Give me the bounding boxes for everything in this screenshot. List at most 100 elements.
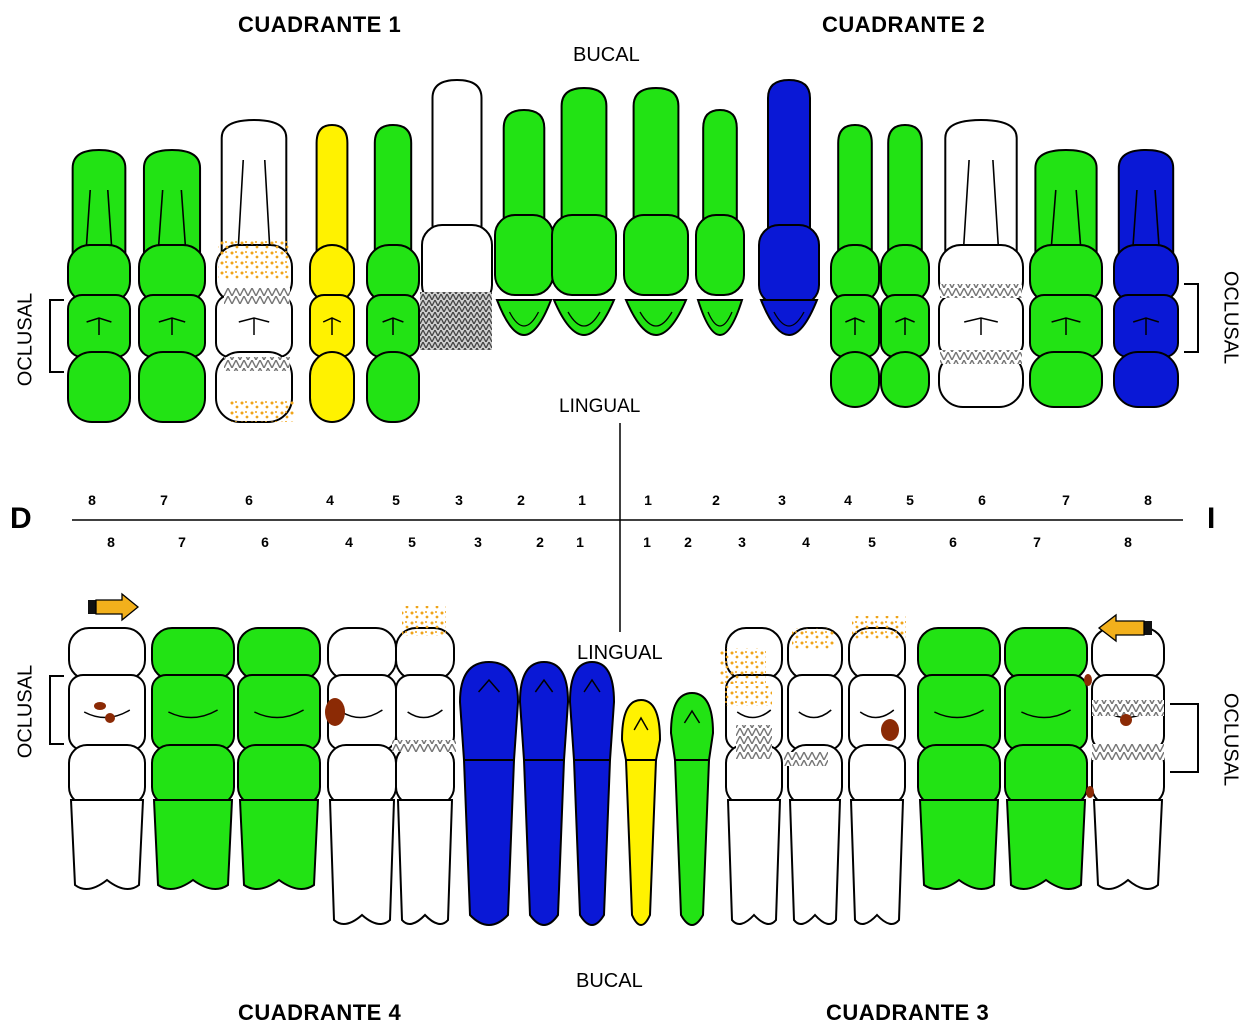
upper-tooth-number: 5	[906, 492, 914, 508]
lower-tooth-number: 7	[178, 534, 186, 550]
caries-dots	[852, 616, 906, 640]
oclusal-bracket-lower-right	[49, 675, 64, 745]
tooth-u-2-1[interactable]	[623, 86, 689, 336]
tooth-u-1-1[interactable]	[551, 86, 617, 336]
tooth-u-2-2[interactable]	[695, 108, 745, 336]
tooth-l-4-8[interactable]	[68, 627, 146, 890]
arrow-right-icon	[88, 592, 140, 622]
caries-dots	[230, 400, 294, 422]
lower-tooth-number: 8	[107, 534, 115, 550]
brown-spot	[881, 719, 899, 741]
arrow-left-icon	[1097, 613, 1152, 643]
upper-tooth-number: 2	[712, 492, 720, 508]
upper-tooth-number: 2	[517, 492, 525, 508]
oclusal-label-lower-left: OCLUSAL	[1219, 692, 1242, 787]
left-side-label: I	[1207, 502, 1216, 535]
upper-tooth-number: 3	[455, 492, 463, 508]
tooth-l-3-7[interactable]	[1004, 627, 1088, 890]
oclusal-bracket-upper-left	[1184, 283, 1199, 353]
annotation-marks	[94, 240, 1164, 798]
lower-tooth-number: 6	[261, 534, 269, 550]
caries-dots	[218, 240, 290, 280]
lower-tooth-number: 1	[576, 534, 584, 550]
hatch-mark	[420, 292, 492, 350]
tooth-l-3-4[interactable]	[787, 627, 843, 925]
upper-tooth-number: 3	[778, 492, 786, 508]
upper-tooth-number: 4	[326, 492, 334, 508]
hatch-mark	[224, 357, 290, 371]
lower-tooth-number: 3	[738, 534, 746, 550]
tooth-l-4-7[interactable]	[151, 627, 235, 890]
upper-tooth-number: 6	[245, 492, 253, 508]
lower-tooth-number: 3	[474, 534, 482, 550]
hatch-mark	[784, 752, 828, 766]
tooth-u-1-2[interactable]	[494, 108, 554, 336]
brown-spot	[325, 698, 345, 726]
hatch-mark	[940, 350, 1022, 364]
tooth-l-3-5[interactable]	[848, 627, 906, 925]
upper-tooth-number: 8	[1144, 492, 1152, 508]
tooth-l-3-6[interactable]	[917, 627, 1001, 890]
bucal-bottom-label: BUCAL	[576, 970, 643, 992]
oclusal-bracket-upper-right	[49, 299, 64, 373]
hatch-mark	[224, 288, 290, 304]
brown-spot	[94, 702, 106, 710]
oclusal-label-upper-left: OCLUSAL	[1219, 270, 1242, 365]
brown-spot	[1084, 674, 1092, 686]
tooth-l-4-1[interactable]	[568, 660, 616, 926]
tooth-u-2-7[interactable]	[1029, 148, 1103, 408]
tooth-u-2-5[interactable]	[880, 123, 930, 408]
hatch-mark	[940, 284, 1022, 298]
lingual-bottom-label: LINGUAL	[577, 642, 663, 664]
lower-tooth-number: 8	[1124, 534, 1132, 550]
tooth-l-3-1[interactable]	[620, 698, 662, 926]
tooth-l-4-5[interactable]	[395, 627, 455, 925]
tooth-l-4-6[interactable]	[237, 627, 321, 890]
lower-tooth-number: 2	[684, 534, 692, 550]
lower-tooth-number: 4	[802, 534, 810, 550]
upper-tooth-number: 4	[844, 492, 852, 508]
upper-tooth-number: 7	[160, 492, 168, 508]
caries-dots	[402, 606, 446, 636]
lower-tooth-number: 5	[408, 534, 416, 550]
tooth-l-4-4[interactable]	[327, 627, 397, 925]
caries-dots	[724, 686, 772, 706]
lingual-top-label: LINGUAL	[559, 396, 641, 417]
lower-tooth-number: 5	[868, 534, 876, 550]
right-side-label: D	[10, 502, 32, 535]
quadrant-4-label: CUADRANTE 4	[238, 1000, 402, 1025]
caries-dots	[792, 628, 834, 650]
lower-tooth-number: 6	[949, 534, 957, 550]
tooth-l-4-3[interactable]	[458, 660, 520, 926]
tooth-l-3-2[interactable]	[669, 691, 715, 926]
tooth-u-1-5[interactable]	[366, 123, 420, 423]
hatch-mark	[736, 725, 772, 759]
hatch-mark	[1092, 700, 1164, 716]
hatch-mark	[1092, 744, 1164, 760]
tooth-u-2-3[interactable]	[758, 78, 820, 336]
upper-arch	[67, 78, 1179, 423]
brown-spot	[105, 713, 115, 723]
caries-dots	[720, 648, 766, 684]
tooth-l-4-2[interactable]	[518, 660, 570, 926]
bucal-top-label: BUCAL	[573, 44, 640, 66]
tooth-u-1-4[interactable]	[309, 123, 355, 423]
upper-tooth-number: 5	[392, 492, 400, 508]
oclusal-label-lower-right: OCLUSAL	[14, 664, 37, 759]
tooth-u-2-4[interactable]	[830, 123, 880, 408]
brown-spot	[1086, 786, 1094, 798]
upper-tooth-number: 1	[644, 492, 652, 508]
tooth-u-1-7[interactable]	[138, 148, 206, 423]
lower-tooth-number: 1	[643, 534, 651, 550]
quadrant-1-label: CUADRANTE 1	[238, 12, 402, 37]
lower-tooth-number: 2	[536, 534, 544, 550]
oclusal-bracket-lower-left	[1170, 703, 1199, 773]
tooth-u-1-8[interactable]	[67, 148, 131, 423]
brown-spot	[1120, 714, 1132, 726]
quadrant-2-label: CUADRANTE 2	[822, 12, 986, 37]
lower-arch	[68, 627, 1165, 926]
tooth-u-2-8[interactable]	[1113, 148, 1179, 408]
oclusal-label-upper-right: OCLUSAL	[14, 292, 37, 387]
